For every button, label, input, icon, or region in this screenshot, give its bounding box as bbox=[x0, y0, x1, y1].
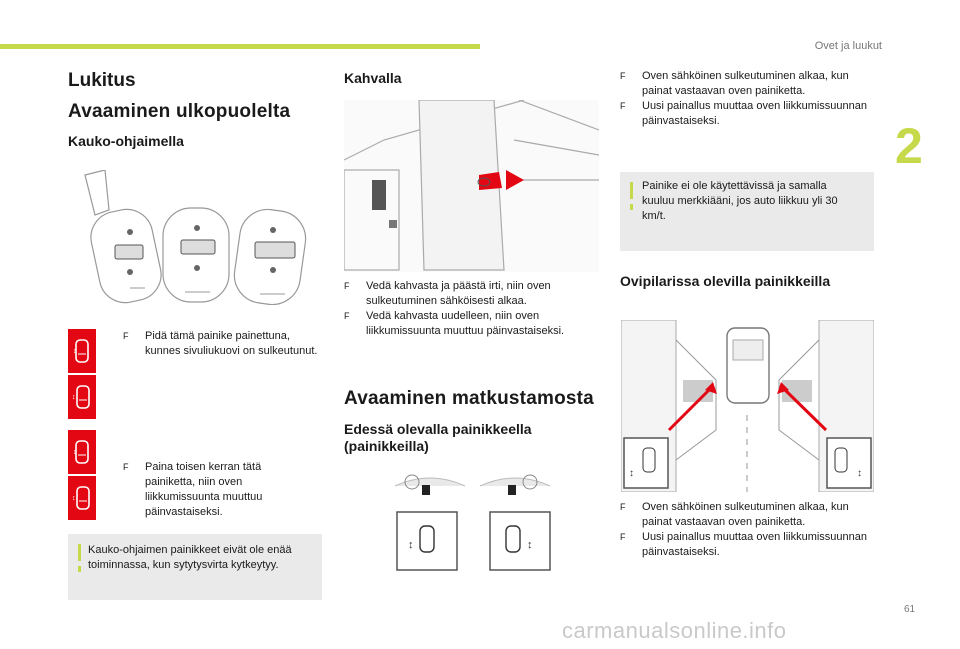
list-item: F Oven sähköinen sulkeutuminen alkaa, kun… bbox=[620, 500, 875, 530]
list-item: F Oven sähköinen sulkeutuminen alkaa, kun… bbox=[620, 69, 875, 99]
subheading-front-buttons: Edessä olevalla painikkeella (painikkeil… bbox=[344, 421, 532, 454]
remote-button-icon: ↕ bbox=[68, 375, 96, 419]
step-text: Pidä tämä painike painettuna, kunnes siv… bbox=[145, 330, 318, 357]
section-heading-outside: Avaaminen ulkopuolelta bbox=[68, 101, 291, 122]
remote-button-icon: ↕ bbox=[68, 476, 96, 520]
svg-text:↕: ↕ bbox=[857, 468, 862, 479]
page-title: Lukitus bbox=[68, 70, 136, 91]
list-item-text: Uusi painallus muuttaa oven liikkumissuu… bbox=[642, 100, 868, 127]
pillar-buttons-instructions: F Oven sähköinen sulkeutuminen alkaa, kun… bbox=[620, 500, 875, 560]
remote-button-icon: ↕ bbox=[68, 329, 96, 373]
list-item-text: Uusi painallus muuttaa oven liikkumissuu… bbox=[642, 531, 868, 558]
svg-text:↕: ↕ bbox=[527, 539, 533, 551]
svg-text:↕: ↕ bbox=[408, 539, 414, 551]
section-heading-inside: Avaaminen matkustamosta bbox=[344, 388, 594, 409]
svg-text:↕: ↕ bbox=[73, 449, 77, 456]
note-text: Kauko-ohjaimen painikkeet eivät ole enää… bbox=[88, 544, 292, 571]
info-icon bbox=[78, 544, 81, 561]
front-buttons-instructions: F Oven sähköinen sulkeutuminen alkaa, kun… bbox=[620, 69, 875, 129]
bullet-marker: F bbox=[123, 331, 129, 341]
pillar-buttons-illustration: ↕ ↕ bbox=[621, 320, 874, 492]
bullet-marker: F bbox=[344, 311, 350, 321]
instruction-step-2: F Paina toisen kerran tätä painiketta, n… bbox=[123, 460, 295, 520]
note-text: Painike ei ole käytettävissä ja samalla … bbox=[642, 180, 838, 222]
svg-text:↕: ↕ bbox=[629, 468, 634, 479]
instruction-step-1: F Pidä tämä painike painettuna, kunnes s… bbox=[123, 329, 325, 359]
list-item: F Vedä kahvasta uudelleen, niin oven liik… bbox=[344, 309, 594, 339]
svg-text:↕: ↕ bbox=[72, 394, 76, 401]
list-item-text: Vedä kahvasta ja päästä irti, niin oven … bbox=[366, 280, 551, 307]
list-item: F Uusi painallus muuttaa oven liikkumissu… bbox=[620, 530, 875, 560]
page-number: 61 bbox=[904, 604, 916, 615]
subheading-pillar-buttons: Ovipilarissa olevilla painikkeilla bbox=[620, 273, 831, 289]
bullet-marker: F bbox=[620, 71, 626, 81]
subheading-handle: Kahvalla bbox=[344, 70, 402, 86]
list-item-text: Vedä kahvasta uudelleen, niin oven liikk… bbox=[366, 310, 565, 337]
list-item-text: Oven sähköinen sulkeutuminen alkaa, kun … bbox=[642, 501, 849, 528]
bullet-marker: F bbox=[123, 462, 129, 472]
info-icon-dot bbox=[630, 204, 633, 210]
info-note: Kauko-ohjaimen painikkeet eivät ole enää… bbox=[68, 534, 322, 600]
bullet-marker: F bbox=[620, 532, 626, 542]
subheading-remote: Kauko-ohjaimella bbox=[68, 133, 184, 149]
list-item: F Vedä kahvasta ja päästä irti, niin oven… bbox=[344, 279, 594, 309]
remote-button-icon: ↕ bbox=[68, 430, 96, 474]
list-item-text: Oven sähköinen sulkeutuminen alkaa, kun … bbox=[642, 70, 849, 97]
bullet-marker: F bbox=[620, 101, 626, 111]
info-icon-dot bbox=[78, 566, 81, 572]
chapter-number: 2 bbox=[895, 118, 923, 174]
section-title: Ovet ja luukut bbox=[814, 40, 882, 52]
info-note: Painike ei ole käytettävissä ja samalla … bbox=[620, 172, 874, 251]
list-item: F Uusi painallus muuttaa oven liikkumissu… bbox=[620, 99, 875, 129]
bullet-marker: F bbox=[344, 281, 350, 291]
header-accent-bar bbox=[0, 44, 480, 49]
remote-keys-illustration bbox=[75, 170, 315, 305]
svg-text:↕: ↕ bbox=[72, 495, 76, 502]
step-text: Paina toisen kerran tätä painiketta, nii… bbox=[145, 461, 263, 518]
front-buttons-illustration: ↕ ↕ bbox=[390, 468, 560, 573]
watermark: carmanualsonline.info bbox=[562, 618, 787, 643]
handle-instructions: F Vedä kahvasta ja päästä irti, niin oven… bbox=[344, 279, 594, 339]
info-icon bbox=[630, 182, 633, 199]
svg-text:↕: ↕ bbox=[73, 348, 77, 355]
bullet-marker: F bbox=[620, 502, 626, 512]
sliding-door-illustration bbox=[344, 100, 599, 272]
